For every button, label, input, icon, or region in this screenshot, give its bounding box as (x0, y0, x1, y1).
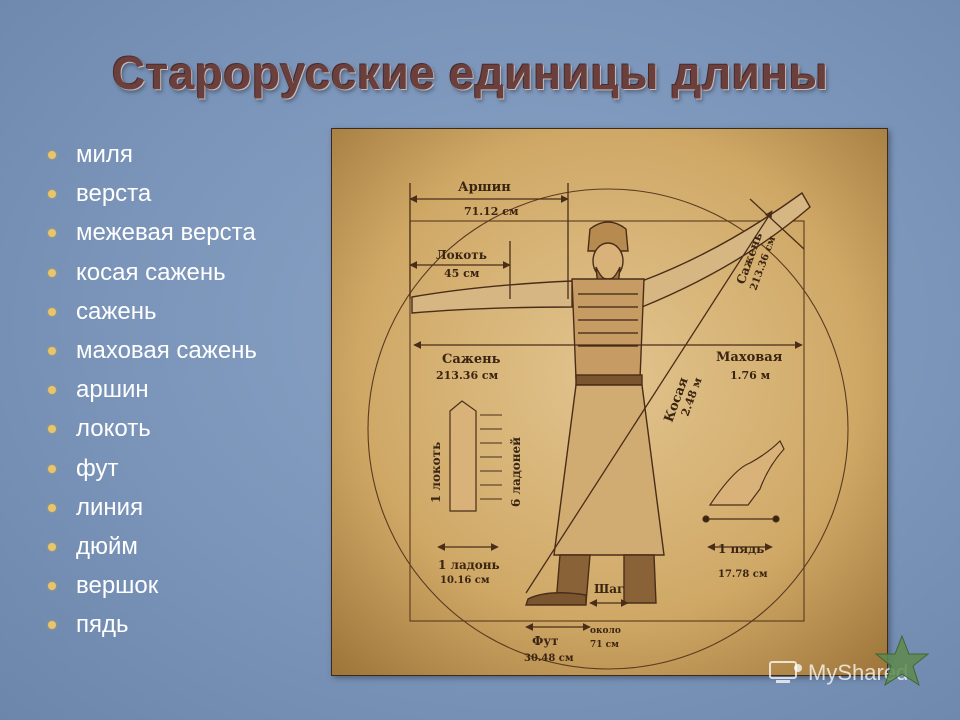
list-item: локоть (48, 412, 318, 451)
list-item-label: верста (76, 180, 152, 208)
spread-hand (708, 439, 785, 506)
fut-label: Фут (532, 634, 559, 648)
list-item-label: косая сажень (76, 258, 226, 286)
list-item: дюйм (48, 530, 318, 569)
belt (575, 374, 643, 386)
guide-lines (367, 188, 849, 670)
measurement-diagram: Аршин 71.12 см Локоть 45 см Сажень 213.3… (332, 129, 887, 675)
forearm-hand (449, 400, 477, 512)
list-item-label: миля (76, 141, 133, 168)
bullet-dot-icon (48, 503, 56, 512)
vitruvian-circle (367, 188, 849, 670)
bullet-dot-icon (48, 307, 56, 316)
vitruvian-square (409, 220, 805, 622)
list-item-label: аршин (76, 376, 149, 404)
measurement-illustration: Аршин 71.12 см Локоть 45 см Сажень 213.3… (331, 128, 888, 676)
list-item-label: локоть (76, 415, 151, 443)
diag-sazhen-line (749, 198, 805, 250)
hand-span-sketch (702, 439, 785, 523)
slide-title: Старорусские единицы длины (112, 47, 829, 99)
sazhen-label: Сажень (442, 352, 501, 367)
list-item-label: фут (76, 454, 119, 482)
list-item: маховая сажень (48, 334, 318, 373)
bullet-dot-icon (48, 268, 56, 277)
makhovaya-label: Маховая (716, 350, 783, 365)
list-item: миля (48, 138, 318, 177)
one-ladon-label: 1 ладонь (438, 558, 500, 572)
list-item: фут (48, 452, 318, 491)
lokot-label: Локоть (436, 248, 487, 262)
units-list: миля верста межевая верста косая сажень … (48, 138, 318, 647)
right-arm (641, 191, 811, 309)
list-item-label: межевая верста (76, 219, 256, 247)
dimension-lines (409, 183, 805, 631)
list-item: линия (48, 491, 318, 530)
bullet-dot-icon (48, 464, 56, 473)
star-icon (874, 634, 930, 687)
list-item-label: линия (76, 493, 144, 521)
list-item: сажень (48, 295, 318, 334)
right-boot (623, 554, 657, 604)
one-pyad-value: 17.78 см (718, 569, 768, 580)
list-item-label: сажень (76, 297, 157, 325)
list-item: вершок (48, 569, 318, 608)
fut-value: 30.48 см (524, 653, 574, 664)
shag-value-1: около (590, 626, 621, 636)
one-pyad-label: 1 пядь (718, 542, 764, 556)
bullet-dot-icon (48, 151, 56, 159)
bullet-dot-icon (48, 386, 56, 395)
bullet-dot-icon (48, 621, 56, 630)
forearm-sketch (449, 400, 502, 512)
list-item-label: вершок (76, 572, 159, 600)
one-lokot-label: 1 локоть (429, 442, 443, 503)
bullet-dot-icon (48, 582, 56, 591)
arshin-value: 71.12 см (464, 205, 519, 218)
kosaya-line (525, 210, 773, 594)
six-ladoney-label: 6 ладоней (509, 437, 523, 507)
bullet-dot-icon (48, 190, 56, 199)
list-item-label: пядь (76, 611, 129, 639)
bullet-dot-icon (48, 346, 56, 355)
list-item: верста (48, 177, 318, 216)
list-item: косая сажень (48, 256, 318, 295)
arshin-label: Аршин (458, 180, 511, 195)
list-item-label: маховая сажень (76, 336, 257, 364)
forearm-ticks (480, 414, 502, 500)
bullet-dot-icon (48, 229, 56, 238)
list-item: пядь (48, 608, 318, 647)
bullet-dot-icon (48, 425, 56, 434)
bullet-dot-icon (48, 542, 56, 551)
list-item: аршин (48, 373, 318, 412)
makhovaya-value: 1.76 м (730, 369, 771, 382)
shag-label: Шаг (594, 582, 624, 596)
myshared-logo-icon (769, 661, 802, 683)
coat-skirt (553, 384, 665, 556)
sazhen-value: 213.36 см (436, 369, 499, 382)
list-item: межевая верста (48, 216, 318, 255)
man-figure (411, 191, 811, 606)
shag-value-2: 71 см (590, 640, 619, 650)
hat (587, 221, 629, 252)
list-item-label: дюйм (76, 532, 138, 560)
one-ladon-value: 10.16 см (440, 575, 490, 586)
left-arm (411, 280, 573, 314)
left-foot (525, 592, 587, 606)
lokot-value: 45 см (444, 267, 480, 280)
